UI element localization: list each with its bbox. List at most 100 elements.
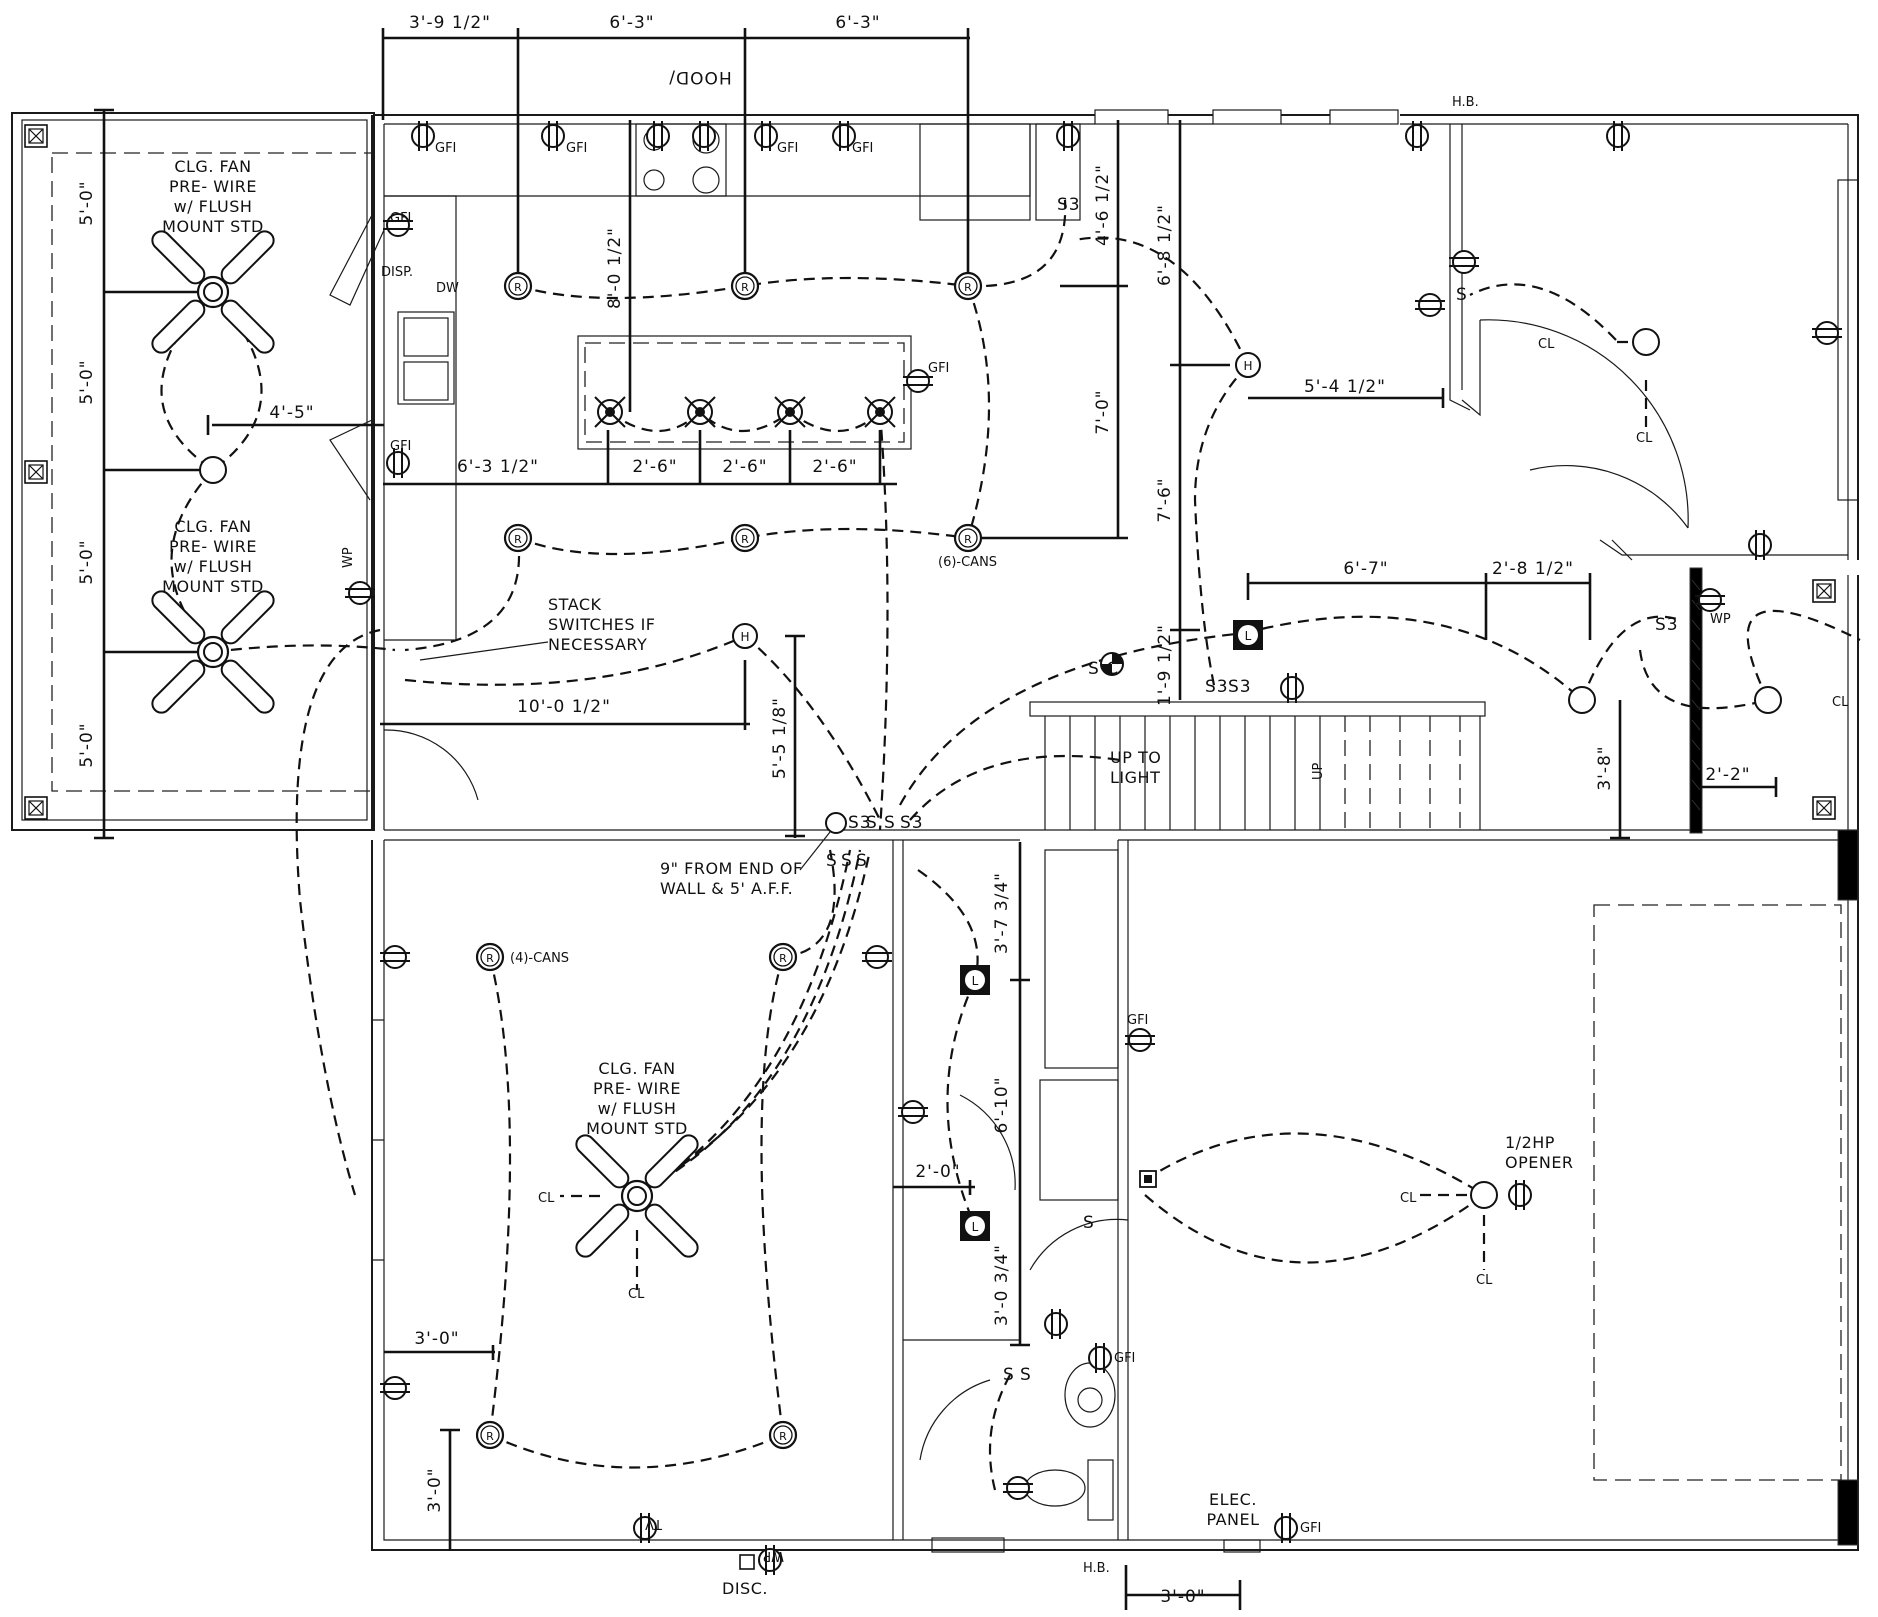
cl-label: CL — [1476, 1273, 1493, 1288]
smoke-label: S C — [1088, 659, 1119, 679]
can-light-icon — [730, 271, 760, 301]
tv-label: TV — [645, 1516, 663, 1531]
hb-top-label: H.B. — [1452, 95, 1479, 110]
dim-bedroom-3-0-h: 3'-0" — [414, 1329, 459, 1349]
dim-porch-2: 5'-0" — [77, 359, 97, 404]
laundry-bath — [892, 840, 1129, 1540]
kitchen-cans — [503, 271, 983, 553]
outlet-icon — [754, 120, 778, 152]
dim-laundry-2-0: 2'-0" — [915, 1162, 960, 1182]
disc-label: DISC. — [722, 1579, 768, 1598]
outlet-icon — [541, 120, 565, 152]
wp-label: WP — [1710, 612, 1731, 627]
switch-label: S3 — [900, 813, 924, 833]
gfi-label: GFI — [928, 361, 949, 376]
dw-label: DW — [436, 281, 459, 296]
dim-porch-4: 5'-0" — [77, 722, 97, 767]
dimension-lines — [94, 28, 1778, 1610]
switch-label: S3 — [1205, 677, 1229, 697]
pendant-icon — [864, 396, 896, 428]
hall-fixtures — [732, 328, 1836, 1241]
wp-label: WP — [763, 1548, 784, 1563]
dim-hall-3-8: 3'-8" — [1595, 745, 1615, 790]
dim-laundry-3-7: 3'-7 3/4" — [992, 872, 1012, 954]
pendant-icon — [594, 396, 626, 428]
dim-hall-6-7: 6'-7" — [1343, 559, 1388, 579]
dim-living-10-0: 10'-0 1/2" — [517, 697, 611, 717]
switch-bank-label: S — [841, 851, 853, 871]
dim-kitchen-7-0: 7'-0" — [1093, 389, 1113, 434]
gfi-label: GFI — [1114, 1351, 1135, 1366]
gfi-label: GFI — [777, 141, 798, 156]
switch-label: S — [866, 813, 878, 833]
cl-label: CL — [1538, 337, 1555, 352]
pendant-icon — [684, 396, 716, 428]
dim-kitchen-8-0: 8'-0 1/2" — [605, 227, 625, 309]
switch-label: S — [884, 813, 896, 833]
living-room — [372, 729, 1005, 1553]
outlet-icon — [1056, 120, 1080, 152]
up-to-light-2: LIGHT — [1110, 768, 1160, 787]
panel-line1: ELEC. — [1209, 1490, 1257, 1509]
thermostat-icon — [825, 812, 847, 834]
gfi-label: GFI — [390, 439, 411, 454]
cl-label: CL — [1832, 695, 1849, 710]
ceiling-light-icon — [199, 456, 227, 484]
can-light-icon — [768, 1420, 798, 1450]
wp-label: WP — [341, 547, 356, 568]
fan3-line3: w/ FLUSH — [598, 1099, 677, 1118]
gfi-label: GFI — [852, 141, 873, 156]
ceiling-light-icon — [1632, 328, 1660, 356]
pendant-icon — [774, 396, 806, 428]
gfi-label: GFI — [435, 141, 456, 156]
outlet-icon — [1044, 1308, 1068, 1340]
can-light-icon — [503, 271, 533, 301]
stair: UP — [1029, 701, 1486, 830]
ceiling-light-icon — [1470, 1181, 1498, 1209]
switch-label: S3 — [848, 813, 872, 833]
cl-label: CL — [538, 1191, 555, 1206]
outlet-icon — [692, 120, 716, 152]
outlet-icon — [1508, 1179, 1532, 1211]
dim-laundry-6-10: 6'-10" — [992, 1076, 1012, 1133]
can-light-icon — [768, 942, 798, 972]
dim-hall-1-9: 1'-9 1/2" — [1155, 624, 1175, 706]
ceiling-light-icon — [1568, 686, 1596, 714]
porch-light-icon — [24, 460, 48, 484]
switch-label: S — [1083, 1213, 1095, 1233]
fan1-line3: w/ FLUSH — [174, 197, 253, 216]
fan2-line4: MOUNT STD — [162, 577, 264, 596]
notes: HOOD/ H.B. H.B. CLG. FAN PRE- WIRE w/ FL… — [162, 67, 1849, 1598]
four-cans-label: (4)-CANS — [510, 951, 569, 966]
fan3-line4: MOUNT STD — [586, 1119, 688, 1138]
exterior-light-icon — [1812, 796, 1836, 820]
opener-line2: OPENER — [1505, 1153, 1574, 1172]
switch-bank-label: S — [826, 851, 838, 871]
hb-bottom-label: H.B. — [1083, 1561, 1110, 1576]
porch-fans — [147, 226, 279, 718]
outlet-icon — [1088, 1342, 1112, 1374]
six-cans-label: (6)-CANS — [938, 555, 997, 570]
outlet-icon — [411, 120, 435, 152]
cl-label: CL — [1400, 1191, 1417, 1206]
can-light-icon — [953, 271, 983, 301]
fan2-line3: w/ FLUSH — [174, 557, 253, 576]
can-light-icon — [475, 942, 505, 972]
switch-label: S — [1456, 285, 1468, 305]
dim-pendant-2: 2'-6" — [722, 457, 767, 477]
heat-icon — [1235, 352, 1261, 378]
switch-label: S3 — [1057, 195, 1081, 215]
outlet-icon — [1448, 250, 1480, 274]
fan2-line1: CLG. FAN — [174, 517, 251, 536]
dim-hall-7-6: 7'-6" — [1155, 477, 1175, 522]
dim-hall-6-8: 6'-8 1/2" — [1155, 204, 1175, 286]
opener-line1: 1/2HP — [1505, 1133, 1555, 1152]
light-box-icon — [1233, 620, 1263, 650]
can-light-icon — [475, 1420, 505, 1450]
pendants — [594, 396, 896, 428]
can-light-icon — [730, 523, 760, 553]
fan2-line2: PRE- WIRE — [169, 537, 257, 556]
switch-label: S — [1003, 1365, 1015, 1385]
outlet-icon — [1405, 120, 1429, 152]
gfi-label: GFI — [1127, 1013, 1148, 1028]
